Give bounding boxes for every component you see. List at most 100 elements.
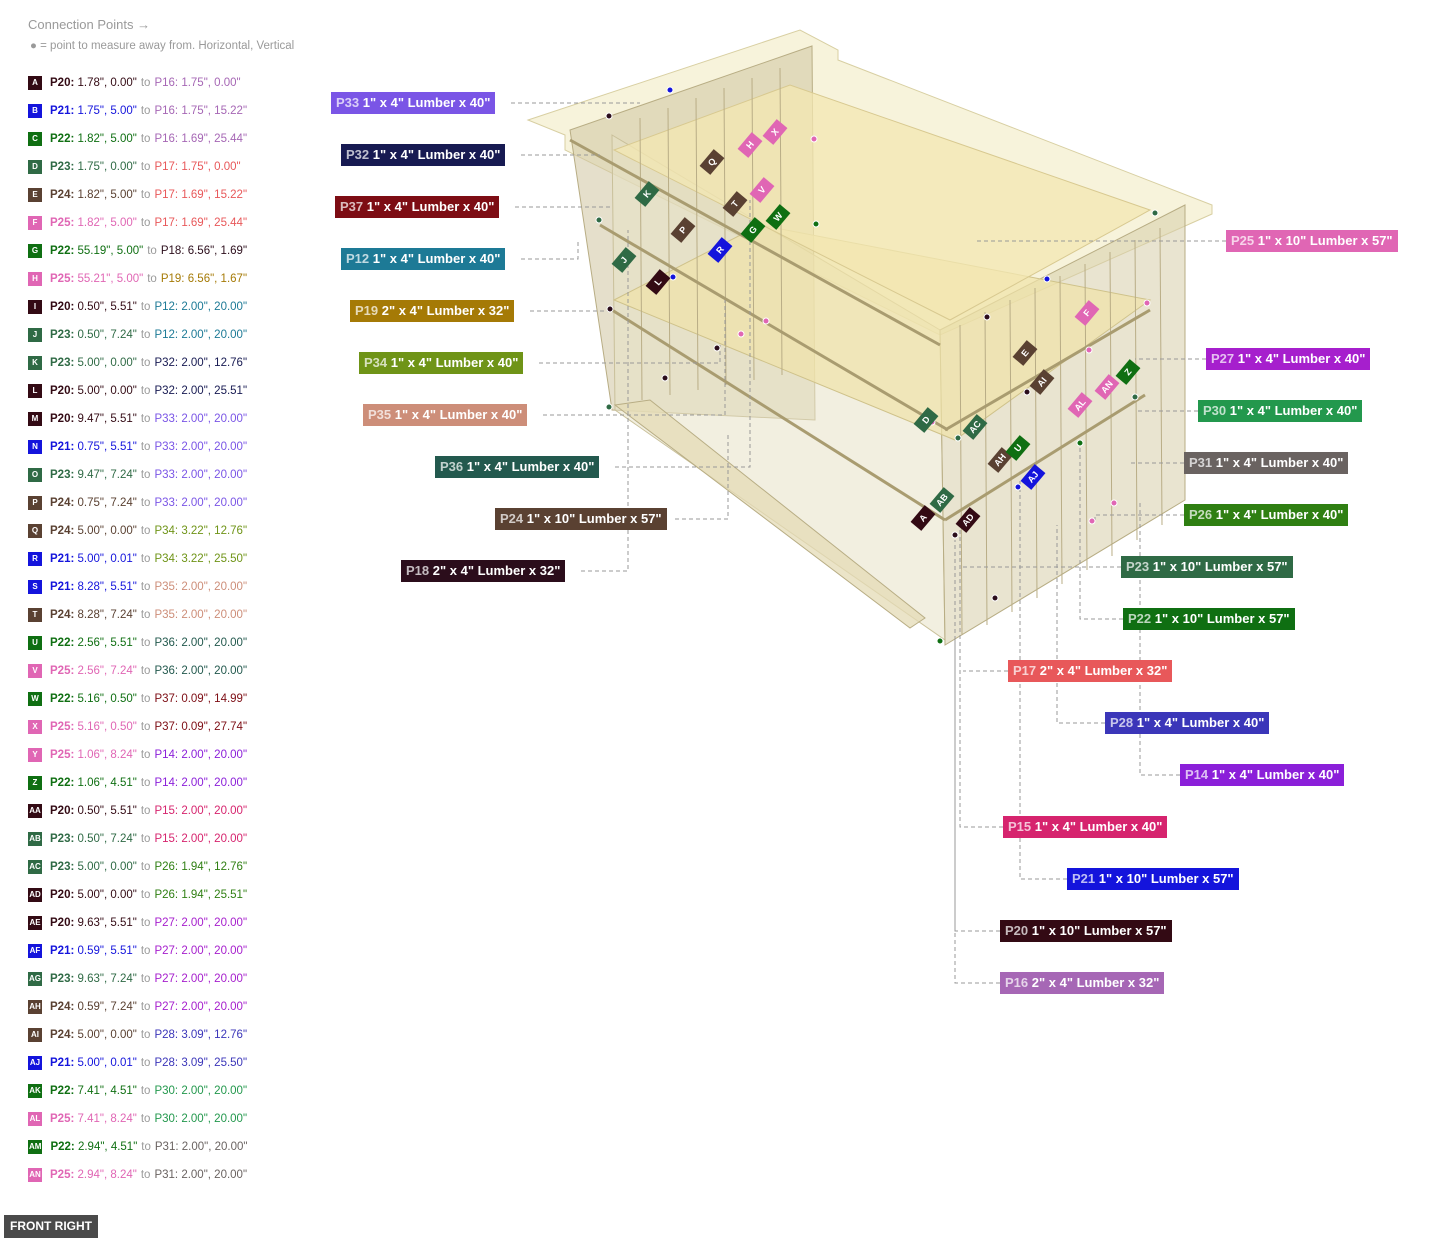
part-label-p21[interactable]: P21 1" x 10" Lumber x 57" — [1067, 868, 1239, 890]
part-label-p14[interactable]: P14 1" x 4" Lumber x 40" — [1180, 764, 1345, 786]
colon-separator: : — [70, 273, 75, 285]
view-button[interactable]: FRONT RIGHT — [4, 1215, 98, 1238]
part-label-p20[interactable]: P20 1" x 10" Lumber x 57" — [1000, 920, 1172, 942]
part-label-p34[interactable]: P34 1" x 4" Lumber x 40" — [359, 352, 524, 374]
part-b-id: P17 — [154, 217, 175, 229]
part-label-p22[interactable]: P22 1" x 10" Lumber x 57" — [1123, 608, 1295, 630]
part-label-p37[interactable]: P37 1" x 4" Lumber x 40" — [335, 196, 500, 218]
part-label-p35[interactable]: P35 1" x 4" Lumber x 40" — [363, 404, 528, 426]
part-label-p19[interactable]: P19 2" x 4" Lumber x 32" — [350, 300, 515, 322]
part-label-p12[interactable]: P12 1" x 4" Lumber x 40" — [341, 248, 506, 270]
part-label-p32[interactable]: P32 1" x 4" Lumber x 40" — [341, 144, 506, 166]
colon-separator: : — [174, 665, 179, 677]
part-description: 2" x 4" Lumber x 32" — [1039, 663, 1168, 678]
part-description: 1" x 10" Lumber x 57" — [1152, 559, 1288, 574]
part-a-id: P20 — [50, 301, 71, 313]
part-a-id: P22 — [50, 133, 71, 145]
part-b-id: P15 — [154, 833, 175, 845]
part-label-p28[interactable]: P28 1" x 4" Lumber x 40" — [1105, 712, 1270, 734]
part-label-p16[interactable]: P16 2" x 4" Lumber x 32" — [1000, 972, 1165, 994]
colon-separator: : — [70, 525, 75, 537]
bottom-rail — [613, 399, 926, 629]
part-label-p33[interactable]: P33 1" x 4" Lumber x 40" — [331, 92, 496, 114]
part-label-p26[interactable]: P26 1" x 4" Lumber x 40" — [1184, 504, 1349, 526]
colon-separator: : — [70, 497, 75, 509]
part-label-p36[interactable]: P36 1" x 4" Lumber x 40" — [435, 456, 600, 478]
leader-line — [959, 520, 1003, 828]
colon-separator: : — [174, 413, 179, 425]
part-a-id: P25 — [50, 721, 71, 733]
connection-badge: AK — [28, 1084, 42, 1098]
colon-separator: : — [174, 693, 179, 705]
colon-separator: : — [174, 77, 179, 89]
part-label-p24[interactable]: P24 1" x 10" Lumber x 57" — [495, 508, 667, 530]
colon-separator: : — [181, 245, 185, 257]
connection-points-title[interactable]: Connection Points → — [28, 17, 151, 32]
part-a-value: 0.75", 7.24" — [77, 497, 137, 509]
colon-separator: : — [70, 609, 75, 621]
part-b-value: 2.00", 20.00" — [181, 917, 248, 929]
part-label-p15[interactable]: P15 1" x 4" Lumber x 40" — [1003, 816, 1168, 838]
part-label-p31[interactable]: P31 1" x 4" Lumber x 40" — [1184, 452, 1349, 474]
part-b-value: 2.00", 20.00" — [181, 749, 248, 761]
part-label-p17[interactable]: P17 2" x 4" Lumber x 32" — [1008, 660, 1173, 682]
part-label-p30[interactable]: P30 1" x 4" Lumber x 40" — [1198, 400, 1363, 422]
part-label-p18[interactable]: P18 2" x 4" Lumber x 32" — [401, 560, 566, 582]
part-b-id: P37 — [154, 721, 175, 733]
part-a-value: 0.50", 7.24" — [77, 833, 137, 845]
colon-separator: : — [70, 469, 75, 481]
part-description: 2" x 4" Lumber x 32" — [381, 303, 510, 318]
leader-line — [954, 640, 1000, 984]
part-label-p25[interactable]: P25 1" x 10" Lumber x 57" — [1226, 230, 1398, 252]
to-word: to — [140, 77, 151, 89]
part-label-p23[interactable]: P23 1" x 10" Lumber x 57" — [1121, 556, 1293, 578]
part-a-value: 5.16", 0.50" — [77, 721, 137, 733]
connection-dot — [762, 317, 770, 325]
part-label-p27[interactable]: P27 1" x 4" Lumber x 40" — [1206, 348, 1371, 370]
connection-dot — [1143, 299, 1151, 307]
colon-separator: : — [174, 889, 179, 901]
leader-line — [1079, 440, 1123, 620]
part-a-id: P21 — [50, 553, 71, 565]
